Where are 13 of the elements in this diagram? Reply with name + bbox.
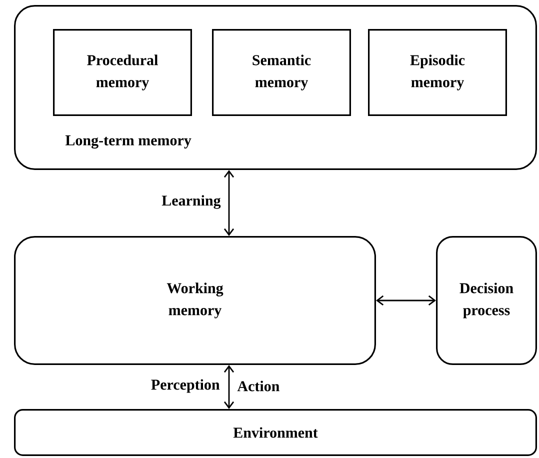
memory-box: Episodic memory: [368, 29, 507, 116]
arrow: [224, 365, 234, 409]
arrow: [376, 295, 436, 306]
edge-label: Learning: [160, 194, 222, 210]
process-box: Decision process: [436, 236, 537, 365]
action-label: Action: [237, 380, 280, 392]
edge-label: Perception: [150, 378, 221, 394]
memory-box: Working memory: [14, 236, 376, 365]
arrow: [224, 170, 234, 236]
memory-box: Semantic memory: [212, 29, 351, 116]
panel-heading: Long-term memory: [65, 135, 192, 149]
environment-bar: Environment: [14, 409, 537, 456]
memory-box: Procedural memory: [53, 29, 192, 116]
